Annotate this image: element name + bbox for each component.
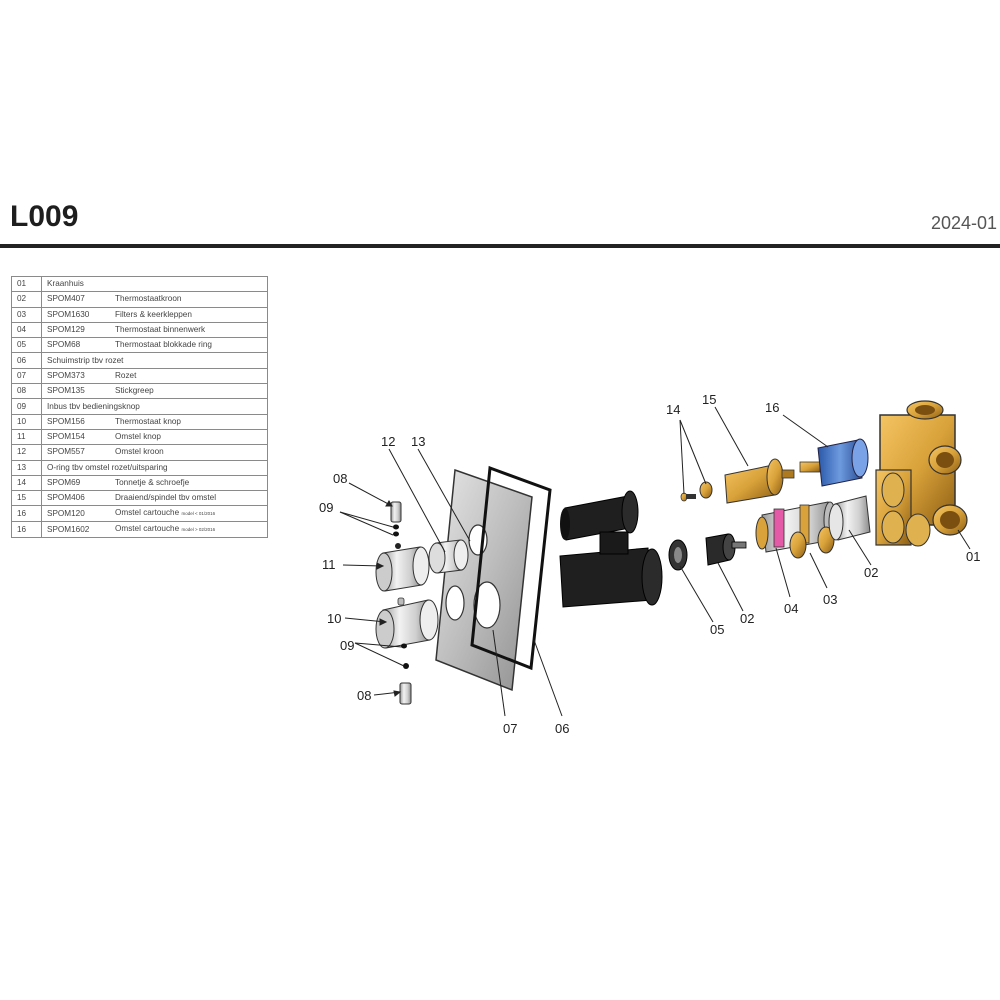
thermostaat-kroon (705, 533, 747, 566)
part-description-text: Tonnetje & schroefje (115, 478, 190, 487)
leader-lines (339, 406, 971, 717)
callout-04: 04 (784, 601, 798, 616)
part-description-text: Draaiend/spindel tbv omstel (115, 493, 217, 503)
callout-03: 03 (823, 592, 837, 607)
part-description-text: Omstel kroon (115, 447, 164, 457)
callout-16: 16 (765, 400, 779, 415)
chrome-sleeve (828, 495, 871, 541)
part-description-text: Thermostaatkroon (115, 294, 182, 304)
omstel-kroon (428, 539, 469, 574)
rozet-plate (435, 468, 533, 692)
part-description: Omstel cartouche model > 02/2016 (110, 521, 268, 539)
stickgreep-top (390, 501, 402, 537)
kraanhuis (875, 400, 968, 547)
part-description-text: Filters & keerkleppen (115, 309, 192, 319)
omstel-cartouche (799, 438, 869, 487)
blokkade-ring (668, 539, 688, 571)
part-code: SPOM1602 (41, 521, 110, 539)
part-description-text: Rozet (115, 370, 137, 380)
callout-01: 01 (966, 549, 980, 564)
callout-09-bottom: 09 (340, 638, 354, 653)
part-description-text: Omstel knop (115, 432, 161, 442)
part-model-note: model > 02/2016 (181, 527, 216, 533)
callout-05: 05 (710, 622, 724, 637)
callout-10: 10 (327, 611, 341, 626)
callout-14: 14 (666, 402, 680, 417)
stickgreep-bottom (399, 643, 412, 705)
callout-09-top: 09 (319, 500, 333, 515)
part-description-text: Omstel cartouche (115, 508, 180, 518)
callout-15: 15 (702, 392, 716, 407)
callout-07: 07 (503, 721, 517, 736)
part-description: Draaiend/spindel tbv omstel (110, 490, 268, 507)
part-description-text: Stickgreep (115, 386, 154, 396)
part-model-note: model < 01/2016 (181, 511, 216, 517)
black-sleeve-bottom (559, 531, 663, 608)
part-code: SPOM406 (41, 490, 110, 507)
header-divider (0, 244, 1000, 248)
omstel-knop (375, 543, 430, 592)
tonnetje-schroefje (680, 481, 713, 502)
callout-02-left: 02 (740, 611, 754, 626)
callout-11: 11 (322, 557, 336, 572)
callout-12: 12 (381, 434, 395, 449)
black-sleeve-top (560, 490, 639, 541)
foam-strip (470, 465, 552, 671)
part-description-text: Thermostaat knop (115, 416, 181, 426)
page-title: L009 (10, 200, 79, 233)
callout-06: 06 (555, 721, 569, 736)
part-description-text: Omstel cartouche (115, 524, 180, 534)
callout-13: 13 (411, 434, 425, 449)
part-description-text: Thermostaat binnenwerk (115, 325, 206, 335)
filters-keerkleppen (789, 526, 835, 559)
callout-labels: 08 09 11 10 09 08 12 13 07 06 14 15 16 0… (319, 392, 980, 736)
part-number: 16 (11, 521, 42, 539)
draaiend-spindel (724, 458, 795, 504)
part-number: 15 (11, 490, 42, 507)
callout-08-bottom: 08 (357, 688, 371, 703)
thermostaat-knop (375, 597, 439, 649)
part-number: 08 (11, 383, 42, 400)
callout-02-right: 02 (864, 565, 878, 580)
part-description-text: Thermostaat blokkade ring (115, 340, 212, 350)
page-date: 2024-01 (930, 213, 997, 233)
callout-08-top: 08 (333, 471, 347, 486)
part-number: 05 (11, 337, 42, 354)
